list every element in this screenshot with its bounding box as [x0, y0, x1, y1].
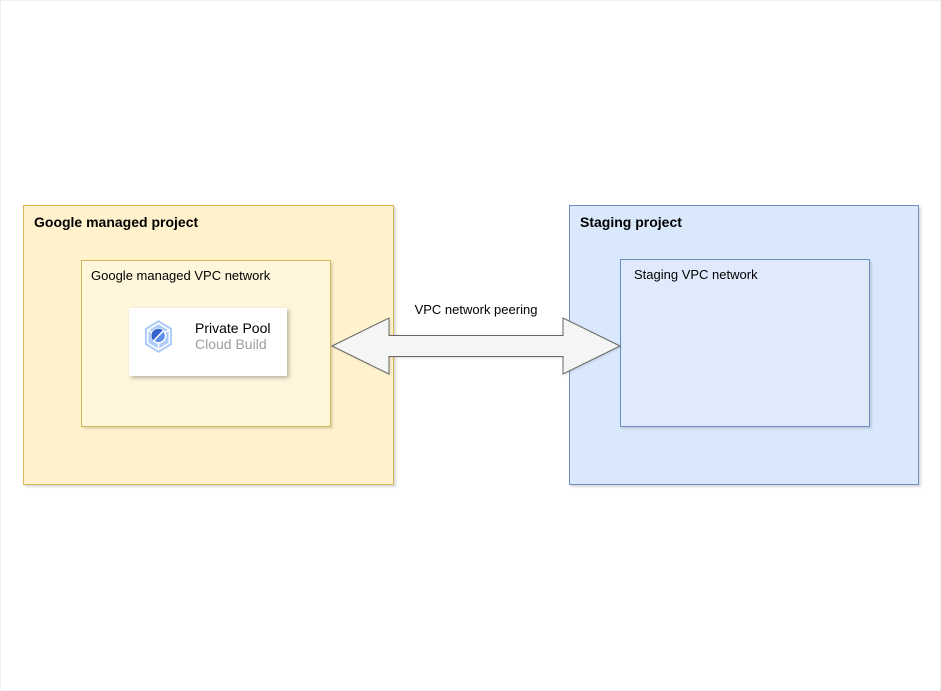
double-arrow-shape: [330, 317, 622, 375]
google-managed-vpc-network-label: Google managed VPC network: [91, 268, 271, 283]
cloud-build-icon: [145, 320, 172, 353]
cloud-build-subtitle: Cloud Build: [195, 336, 267, 352]
staging-vpc-network-label: Staging VPC network: [634, 267, 758, 282]
google-managed-vpc-network-box: Google managed VPC network Private Pool: [81, 260, 331, 427]
google-managed-project-title: Google managed project: [34, 214, 199, 230]
private-pool-card-text: Private Pool Cloud Build: [195, 320, 270, 352]
vpc-network-peering-label: VPC network peering: [414, 302, 538, 317]
private-pool-card: Private Pool Cloud Build: [129, 308, 287, 376]
google-managed-project-box: Google managed project Google managed VP…: [23, 205, 394, 485]
staging-vpc-network-box: Staging VPC network: [620, 259, 870, 427]
staging-project-title: Staging project: [580, 214, 682, 230]
private-pool-title: Private Pool: [195, 320, 271, 336]
staging-project-box: Staging project Staging VPC network: [569, 205, 919, 485]
vpc-peering-double-arrow: [330, 317, 622, 375]
